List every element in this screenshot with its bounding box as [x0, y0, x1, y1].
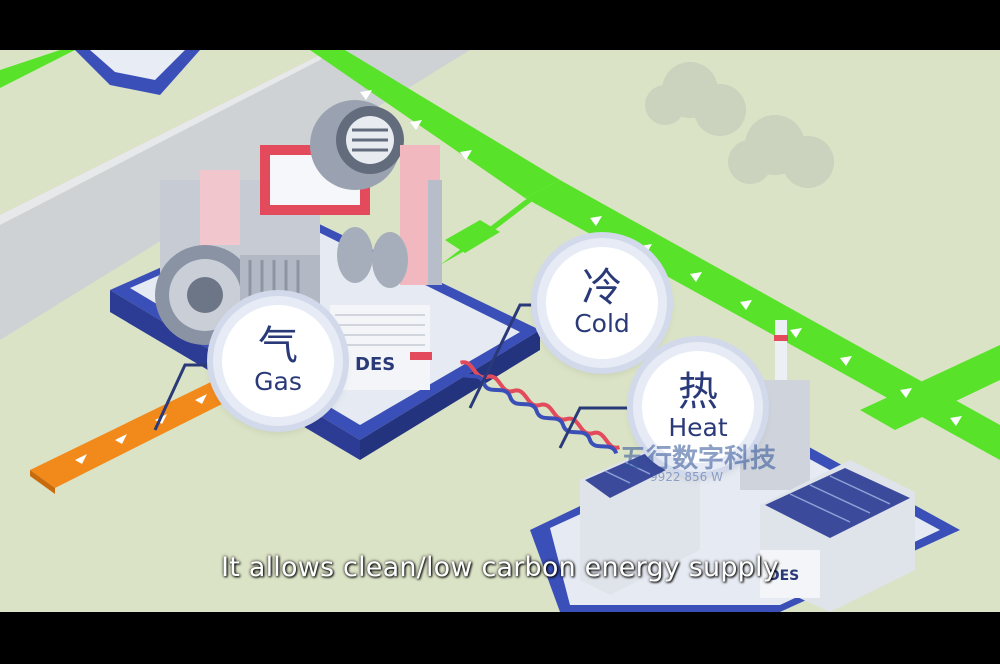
cold-label-en: Cold [574, 309, 630, 338]
cloud [645, 62, 834, 188]
cold-label-badge: 冷 Cold [537, 238, 667, 368]
watermark: 五行数字科技 [620, 444, 777, 474]
letterbox-top [0, 0, 1000, 50]
svg-text:DES: DES [768, 568, 799, 584]
gas-label-badge: 气 Gas [213, 296, 343, 426]
gas-label-zh: 气 [258, 323, 298, 369]
heat-label-badge: 热 Heat [633, 342, 763, 472]
cold-label-zh: 冷 [582, 265, 622, 311]
svg-text:DES: DES [355, 354, 395, 375]
building-platform: DES [530, 320, 960, 612]
letterbox-bottom [0, 612, 1000, 664]
heat-label-zh: 热 [678, 369, 718, 415]
heat-label-en: Heat [668, 413, 728, 442]
gas-label-en: Gas [254, 367, 302, 396]
video-subtitle: It allows clean/low carbon energy supply [221, 552, 779, 583]
energy-scene-illustration: DES [0, 50, 1000, 612]
watermark-phone: 9922 856 W [650, 470, 723, 484]
